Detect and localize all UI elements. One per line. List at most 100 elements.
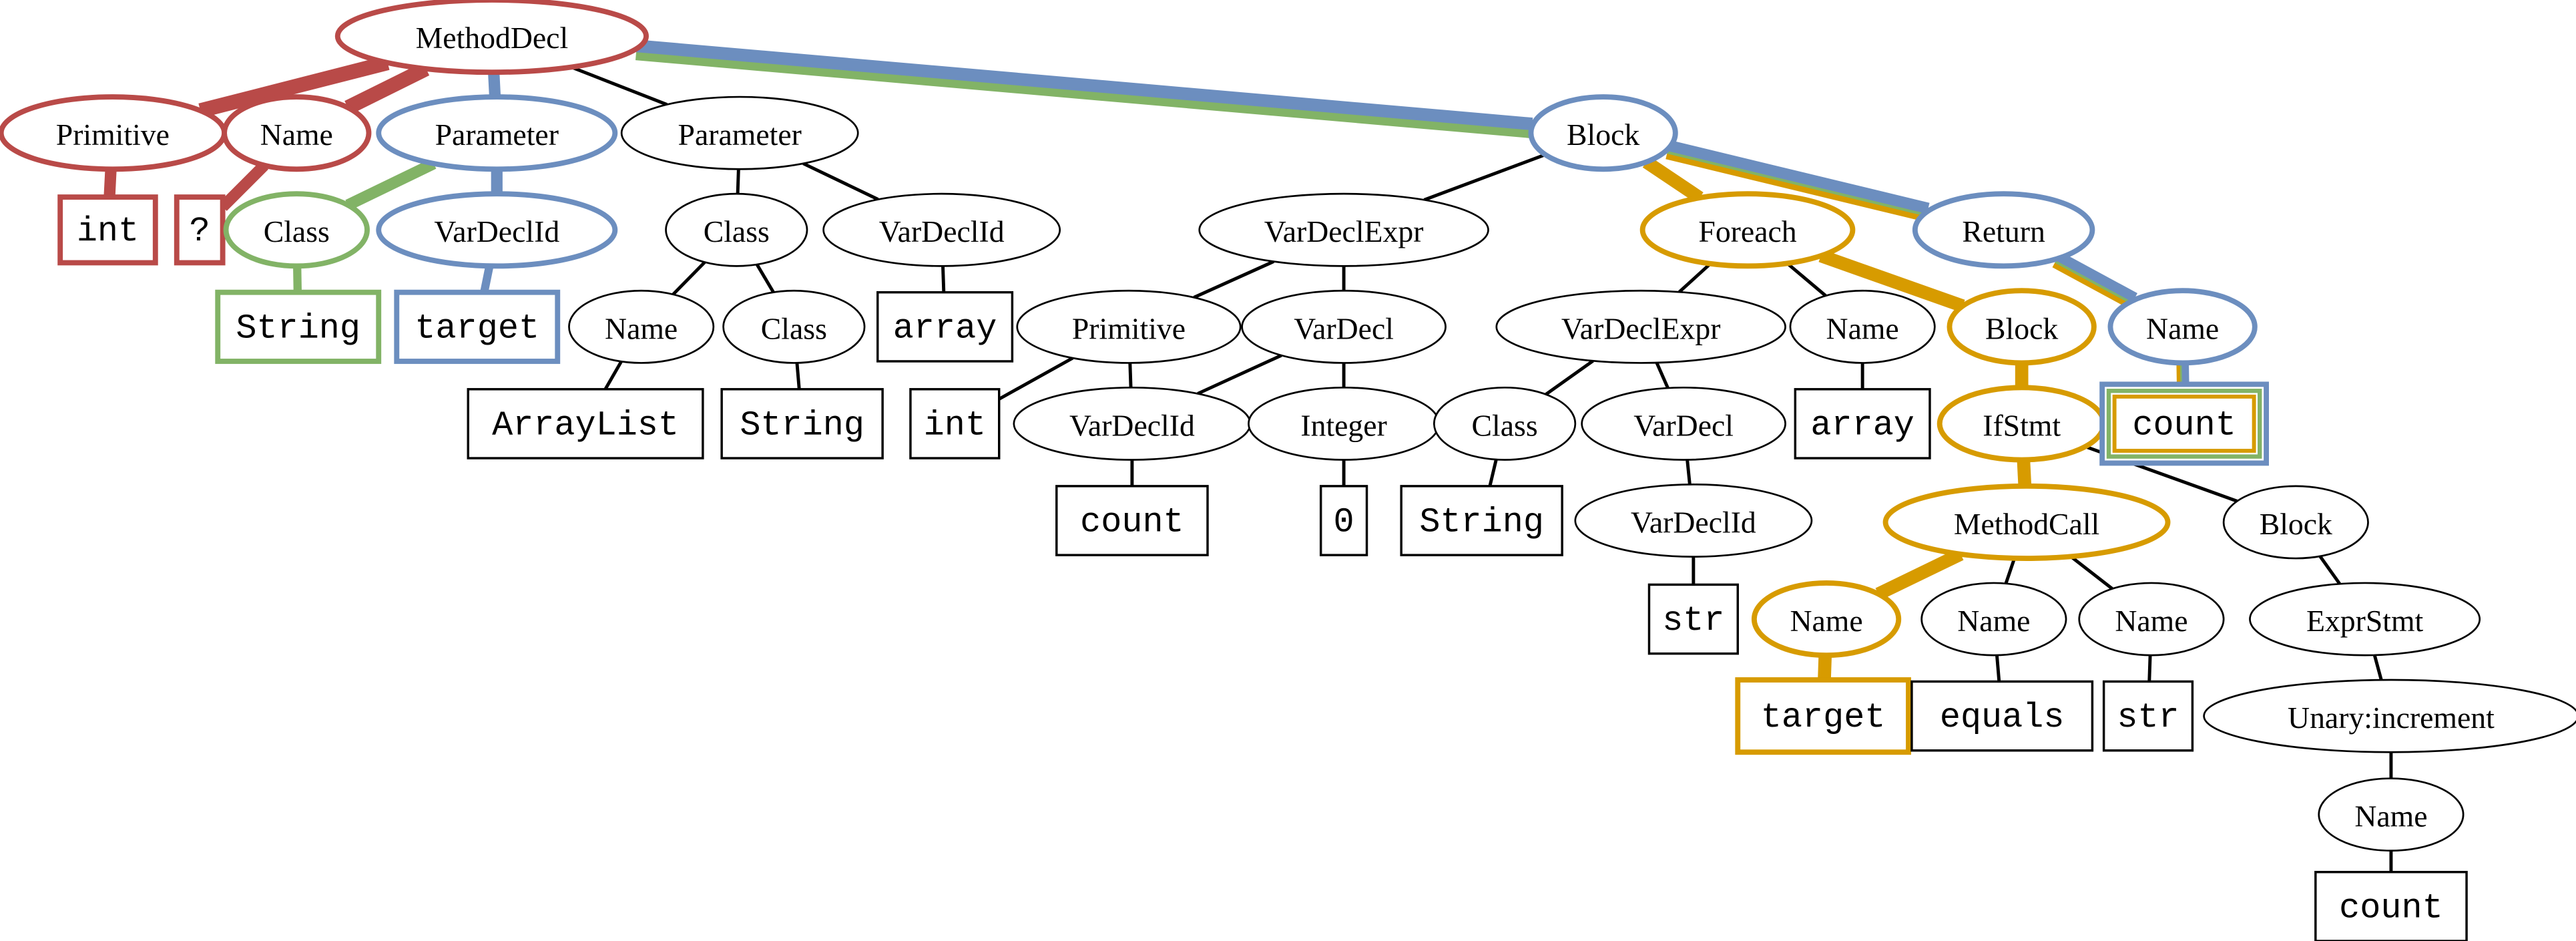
node-label: VarDeclId bbox=[879, 214, 1005, 248]
edge-methodcall-to-name7 bbox=[2069, 555, 2113, 590]
edge-name2-to-arraylistbox bbox=[603, 361, 623, 391]
ast-node-intbox2[interactable]: int bbox=[909, 388, 1001, 459]
ast-node-int1[interactable]: int bbox=[57, 194, 158, 266]
ast-node-zerobox[interactable]: 0 bbox=[1319, 485, 1368, 556]
ast-node-arraybox2[interactable]: array bbox=[1794, 388, 1931, 459]
ast-node-equalsbox[interactable]: equals bbox=[1910, 680, 2094, 752]
node-shape-rect bbox=[215, 289, 382, 364]
node-shape-rect bbox=[1910, 680, 2094, 752]
node-label: Parameter bbox=[435, 118, 559, 152]
ast-node-vardeclid4[interactable]: VarDeclId bbox=[1574, 484, 1813, 558]
edge-class3-to-stringbox2 bbox=[795, 363, 801, 389]
node-label: Name bbox=[1826, 311, 1899, 345]
node-shape-ellipse bbox=[1581, 386, 1786, 461]
node-shape-rect-ring-2 bbox=[2112, 394, 2256, 453]
edge-exprstmt-to-unaryinc bbox=[2372, 654, 2383, 681]
node-label: count bbox=[2339, 888, 2443, 928]
node-shape-rect bbox=[1794, 388, 1931, 459]
ast-node-vardeclexpr1[interactable]: VarDeclExpr bbox=[1198, 192, 1489, 267]
node-label: Name bbox=[1790, 604, 1862, 638]
node-shape-rect bbox=[1400, 485, 1563, 556]
ast-node-strbox2[interactable]: str bbox=[2102, 680, 2194, 752]
node-shape-ellipse bbox=[1433, 386, 1577, 461]
node-label: MethodCall bbox=[1954, 507, 2099, 541]
ast-node-primitive2[interactable]: Primitive bbox=[1016, 289, 1242, 364]
node-label: VarDeclId bbox=[1631, 505, 1756, 539]
ast-node-primitive1[interactable]: Primitive bbox=[0, 94, 227, 172]
ast-node-block1[interactable]: Block bbox=[1528, 94, 1678, 172]
ast-node-foreach[interactable]: Foreach bbox=[1639, 191, 1856, 269]
edge-foreach-to-vardeclexpr2 bbox=[1678, 262, 1712, 294]
edge-layer bbox=[103, 39, 2393, 872]
edge-vardeclexpr2-to-vardecl2 bbox=[1655, 362, 1669, 389]
node-shape-ellipse bbox=[722, 289, 866, 364]
node-shape-ellipse bbox=[1241, 289, 1447, 364]
ast-node-strbox1[interactable]: str bbox=[1647, 583, 1739, 655]
node-label: Class bbox=[264, 214, 330, 248]
ast-node-vardeclexpr2[interactable]: VarDeclExpr bbox=[1495, 289, 1786, 364]
node-shape-ellipse bbox=[1016, 289, 1242, 364]
ast-node-block2[interactable]: Block bbox=[1947, 288, 2097, 366]
node-label: Primitive bbox=[56, 118, 170, 152]
ast-node-class4[interactable]: Class bbox=[1433, 386, 1577, 461]
node-label: str bbox=[1662, 601, 1724, 640]
node-label: Integer bbox=[1300, 408, 1386, 442]
ast-node-methoddecl[interactable]: MethodDecl bbox=[334, 0, 649, 75]
edge-methoddecl-to-param1 bbox=[488, 71, 501, 98]
edge-foreach-to-block2 bbox=[1818, 249, 1965, 313]
ast-node-arraylistbox[interactable]: ArrayList bbox=[467, 388, 704, 459]
ast-node-targetbox1[interactable]: target bbox=[394, 289, 561, 364]
ast-node-param1[interactable]: Parameter bbox=[376, 94, 618, 172]
ast-node-countbox_hl[interactable]: count bbox=[2099, 381, 2269, 466]
ast-node-name7[interactable]: Name bbox=[2078, 582, 2225, 656]
node-shape-ellipse bbox=[1882, 483, 2171, 561]
ast-node-name5[interactable]: Name bbox=[1751, 580, 1902, 658]
ast-node-qmark[interactable]: ? bbox=[174, 194, 226, 266]
ast-node-vardeclid2[interactable]: VarDeclId bbox=[822, 192, 1061, 267]
ast-node-name8[interactable]: Name bbox=[2318, 777, 2465, 852]
edge-param2-to-vardeclid2 bbox=[802, 162, 879, 201]
ast-node-name4[interactable]: Name bbox=[2107, 288, 2258, 366]
ast-node-class3[interactable]: Class bbox=[722, 289, 866, 364]
ast-node-class1[interactable]: Class bbox=[223, 191, 370, 269]
ast-node-stringbox1[interactable]: String bbox=[215, 289, 382, 364]
ast-node-vardecl1[interactable]: VarDecl bbox=[1241, 289, 1447, 364]
ast-node-block3[interactable]: Block bbox=[2222, 485, 2369, 560]
node-shape-ellipse bbox=[1639, 191, 1856, 269]
edge-vardeclexpr1-to-primitive2 bbox=[1193, 260, 1275, 299]
ast-node-class2[interactable]: Class bbox=[665, 192, 808, 267]
ast-node-vardecl2[interactable]: VarDecl bbox=[1581, 386, 1786, 461]
ast-node-countbox2[interactable]: count bbox=[2314, 871, 2468, 941]
ast-node-stringbox2[interactable]: String bbox=[720, 388, 884, 459]
ast-node-name2[interactable]: Name bbox=[568, 289, 715, 364]
node-shape-rect bbox=[1735, 677, 1911, 755]
ast-node-methodcall[interactable]: MethodCall bbox=[1882, 483, 2171, 561]
ast-node-stringbox3[interactable]: String bbox=[1400, 485, 1563, 556]
node-label: int bbox=[924, 405, 986, 445]
ast-node-targetbox2[interactable]: target bbox=[1735, 677, 1911, 755]
ast-node-name1[interactable]: Name bbox=[222, 94, 372, 172]
node-shape-ellipse bbox=[376, 191, 618, 269]
node-label: String bbox=[740, 405, 864, 445]
node-shape-rect bbox=[467, 388, 704, 459]
ast-node-unaryinc[interactable]: Unary:increment bbox=[2203, 679, 2576, 753]
edge-methoddecl-to-name1 bbox=[344, 62, 430, 115]
ast-node-return[interactable]: Return bbox=[1912, 191, 2095, 269]
ast-node-arraybox1[interactable]: array bbox=[876, 291, 1014, 363]
node-shape-ellipse bbox=[223, 191, 370, 269]
ast-node-vardeclid3[interactable]: VarDeclId bbox=[1013, 386, 1252, 461]
ast-node-param2[interactable]: Parameter bbox=[620, 96, 859, 170]
node-shape-ellipse bbox=[1912, 191, 2095, 269]
ast-node-name3[interactable]: Name bbox=[1789, 289, 1936, 364]
ast-node-ifstmt[interactable]: IfStmt bbox=[1937, 385, 2107, 463]
ast-node-countbox1[interactable]: count bbox=[1055, 485, 1209, 556]
ast-node-exprstmt[interactable]: ExprStmt bbox=[2249, 582, 2481, 656]
node-label: array bbox=[1810, 405, 1914, 445]
edge-primitive2-to-intbox2 bbox=[998, 356, 1074, 401]
node-label: target bbox=[415, 309, 539, 348]
ast-node-integer1[interactable]: Integer bbox=[1248, 386, 1441, 461]
edge-name7-to-strbox2 bbox=[2147, 655, 2152, 682]
ast-node-vardeclid1[interactable]: VarDeclId bbox=[376, 191, 618, 269]
ast-node-name6[interactable]: Name bbox=[1920, 582, 2067, 656]
